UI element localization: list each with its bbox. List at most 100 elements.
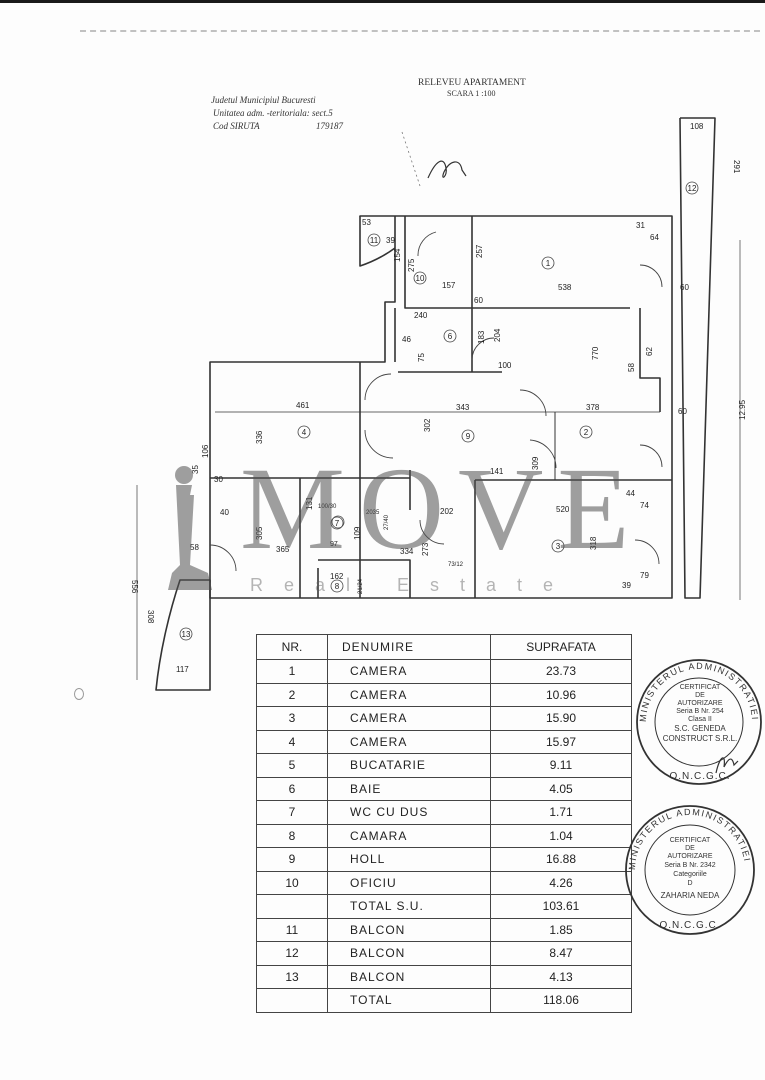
dim-309: 309	[531, 456, 540, 470]
dim-74: 74	[640, 501, 649, 510]
stamp-1-line1: CERTIFICAT	[680, 684, 721, 691]
stamp-2-line2: DE	[685, 845, 695, 852]
room-number-9: 9	[466, 432, 471, 441]
dim-31: 31	[636, 221, 645, 230]
cell-nr: 9	[256, 847, 328, 872]
cell-denumire: WC CU DUS	[327, 800, 491, 825]
cell-denumire: OFICIU	[327, 870, 491, 895]
cell-nr	[256, 988, 328, 1013]
dim-131: 131	[305, 496, 314, 510]
room-number-8: 8	[335, 582, 340, 591]
dim-520: 520	[556, 505, 570, 514]
dim-378: 378	[586, 403, 600, 412]
cell-denumire: BALCON	[327, 964, 491, 989]
dim-60-a: 60	[474, 296, 483, 305]
dim-53: 53	[362, 218, 371, 227]
cell-suprafata: 15.90	[490, 706, 632, 731]
stamp-1-line2: DE	[695, 692, 705, 699]
room-number-13: 13	[182, 630, 191, 639]
dim-62: 62	[645, 347, 654, 356]
cell-suprafata: 4.26	[490, 870, 632, 895]
scan-top-edge	[0, 0, 765, 3]
dim-202: 202	[440, 507, 454, 516]
dim-64: 64	[650, 233, 659, 242]
dim-109: 109	[353, 526, 362, 540]
dim-46: 46	[402, 335, 411, 344]
cell-denumire: CAMARA	[327, 823, 491, 848]
cell-suprafata: 103.61	[490, 894, 632, 919]
cell-suprafata: 1.04	[490, 823, 632, 848]
dim-30: 30	[214, 475, 223, 484]
stamp-1-line3: AUTORIZARE	[678, 700, 723, 707]
room-number-4: 4	[302, 428, 307, 437]
cell-nr: 2	[256, 682, 328, 707]
cell-nr: 8	[256, 823, 328, 848]
stamp-2-bottom: O.N.C.G.C.	[659, 920, 720, 931]
dim-365: 365	[276, 545, 290, 554]
authorization-stamp-1: MINISTERUL ADMINISTRATIEI PUBLICE CERTIF…	[628, 647, 765, 790]
dim-141: 141	[490, 467, 504, 476]
room-number-7: 7	[335, 519, 340, 528]
dim-44: 44	[626, 489, 635, 498]
dim-97: 97	[330, 541, 338, 548]
stamp-2-line5: Categoriile	[673, 871, 707, 878]
dim-12-95: 12.95	[738, 399, 747, 420]
cell-nr: 1	[256, 659, 328, 684]
dim-106: 106	[201, 444, 210, 458]
cell-denumire: BALCON	[327, 941, 491, 966]
dim-204: 204	[493, 328, 502, 342]
cell-suprafata: 4.13	[490, 964, 632, 989]
room-number-2: 2	[584, 428, 589, 437]
cell-suprafata: 9.11	[490, 753, 632, 778]
dim-79: 79	[640, 571, 649, 580]
cell-nr: 12	[256, 941, 328, 966]
room-number-10: 10	[416, 274, 425, 283]
dim-157: 157	[442, 281, 456, 290]
cell-denumire: CAMERA	[327, 682, 491, 707]
cell-nr: 6	[256, 776, 328, 801]
stamp-2-line3: AUTORIZARE	[668, 853, 713, 860]
cell-suprafata: 23.73	[490, 659, 632, 684]
scan-artifact-mark	[74, 688, 84, 700]
stamp-1-line6: S.C. GENEDA	[674, 724, 726, 733]
dim-318: 318	[589, 536, 598, 550]
dim-117: 117	[176, 665, 189, 674]
chess-pawn-logo-icon	[168, 466, 212, 590]
watermark-tagline: Real Estate	[250, 575, 575, 595]
cell-denumire: BUCATARIE	[327, 753, 491, 778]
dim-343: 343	[456, 403, 470, 412]
balcony-13-outline	[155, 579, 211, 691]
cell-denumire: CAMERA	[327, 659, 491, 684]
room-number-11: 11	[370, 236, 379, 245]
cell-suprafata: 10.96	[490, 682, 632, 707]
county-label: Judetul Municipiul Bucuresti	[211, 95, 316, 105]
dim-162: 162	[330, 572, 344, 581]
cell-denumire: BALCON	[327, 917, 491, 942]
dim-461: 461	[296, 401, 310, 410]
cell-nr	[256, 894, 328, 919]
header-nr: NR.	[256, 634, 328, 660]
dim-305: 305	[255, 526, 264, 540]
dim-27-40: 27/40	[384, 514, 390, 530]
dim-308: 308	[146, 610, 155, 624]
dim-183: 183	[477, 330, 486, 344]
cell-denumire: TOTAL S.U.	[327, 894, 491, 919]
header-denumire: DENUMIRE	[327, 634, 491, 660]
room-number-6: 6	[448, 332, 453, 341]
authorization-stamp-2: MINISTERUL ADMINISTRATIEI CERTIFICAT DE …	[620, 800, 760, 940]
apartment-floor-plan: 1 2 3 4 6 7 8 9 10 11 12 13 538 770 378 …	[130, 117, 747, 691]
cell-suprafata: 16.88	[490, 847, 632, 872]
dim-770: 770	[591, 346, 600, 360]
dim-273: 273	[421, 542, 430, 556]
cell-nr: 5	[256, 753, 328, 778]
dim-100: 100	[498, 361, 512, 370]
